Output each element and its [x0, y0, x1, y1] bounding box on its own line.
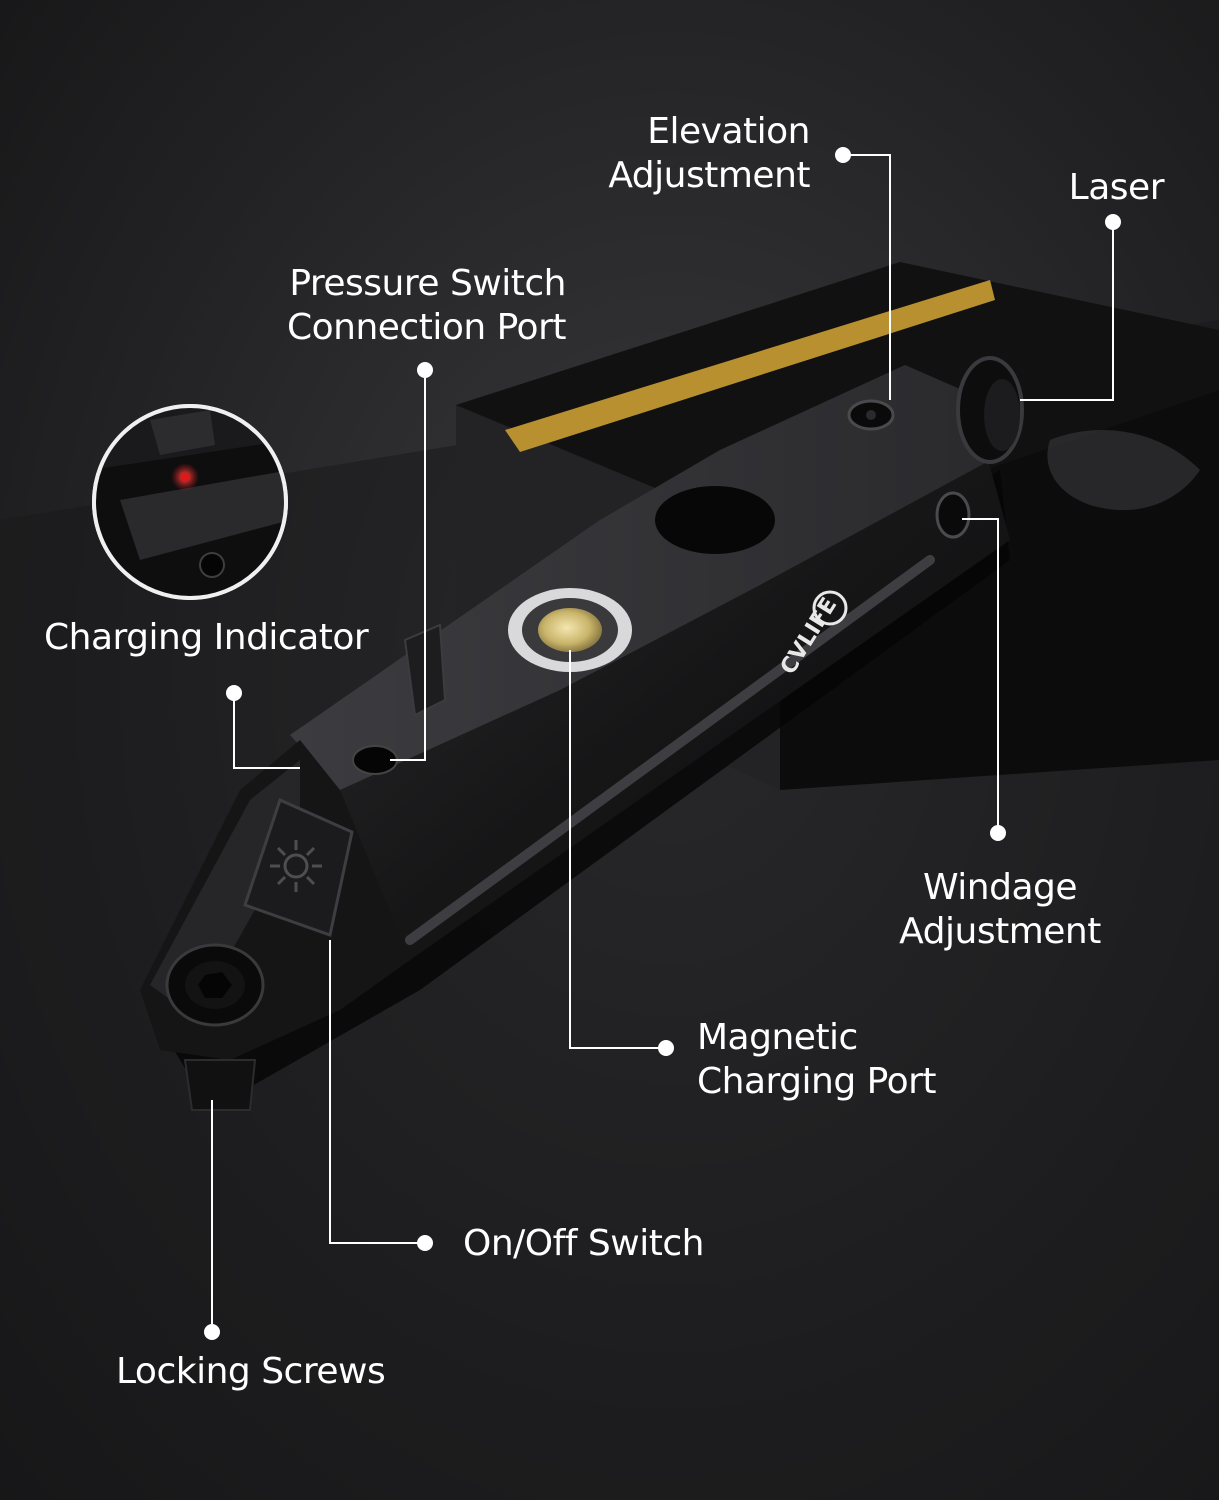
- magnetic-charging-port-label: Magnetic Charging Port: [697, 1016, 937, 1104]
- charging-indicator-text: Charging Indicator: [44, 617, 369, 658]
- pressure-switch-line2: Connection Port: [286, 307, 567, 348]
- pressure-switch-line1: Pressure Switch: [289, 263, 566, 304]
- on-off-switch-label: On/Off Switch: [463, 1222, 704, 1266]
- on-off-button-graphic: [243, 797, 354, 937]
- magnetic-label-line2: Charging Port: [697, 1061, 937, 1102]
- accent-stripe: [505, 280, 995, 452]
- elevation-label-line1: Elevation: [647, 111, 810, 152]
- magnetic-label-line1: Magnetic: [697, 1017, 858, 1058]
- on-off-text: On/Off Switch: [463, 1223, 704, 1264]
- callout-lines: [211, 154, 1114, 1332]
- charging-indicator-label: Charging Indicator: [44, 616, 369, 660]
- windage-adjustment-label: Windage Adjustment: [880, 866, 1120, 954]
- locking-screws-text: Locking Screws: [116, 1351, 386, 1392]
- sight-body: CVLIFE: [140, 356, 1024, 1111]
- locking-screws-label: Locking Screws: [116, 1350, 386, 1394]
- indicator-led: [180, 472, 190, 482]
- laser-label-text: Laser: [1068, 167, 1165, 208]
- callout-dots: [204, 147, 1121, 1340]
- windage-label-line1: Windage: [922, 867, 1078, 908]
- laser-label: Laser: [1000, 166, 1165, 210]
- charging-indicator-inset: [92, 404, 288, 600]
- elevation-label-line2: Adjustment: [608, 155, 810, 196]
- elevation-adjustment-label: Elevation Adjustment: [560, 110, 810, 198]
- pressure-switch-port-label: Pressure Switch Connection Port: [230, 262, 567, 350]
- windage-label-line2: Adjustment: [899, 911, 1101, 952]
